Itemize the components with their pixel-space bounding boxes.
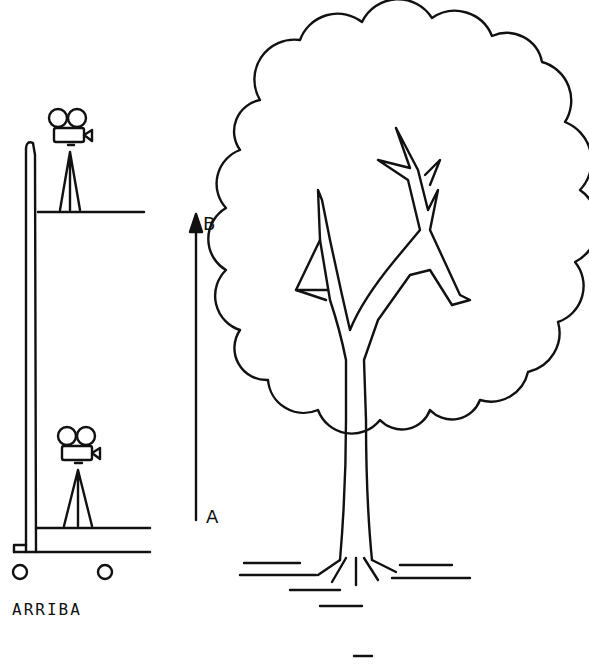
point-label: B (203, 215, 215, 233)
tree-trunk (296, 128, 470, 585)
ground-lines (240, 563, 470, 656)
tree-crown (208, 0, 589, 434)
camera-symbol (49, 109, 92, 210)
point-label: A (206, 508, 218, 526)
movement-arrow (190, 214, 202, 520)
camera-symbol (58, 427, 100, 526)
camera-crane (13, 142, 150, 579)
caption-text: ARRIBA (12, 602, 82, 618)
